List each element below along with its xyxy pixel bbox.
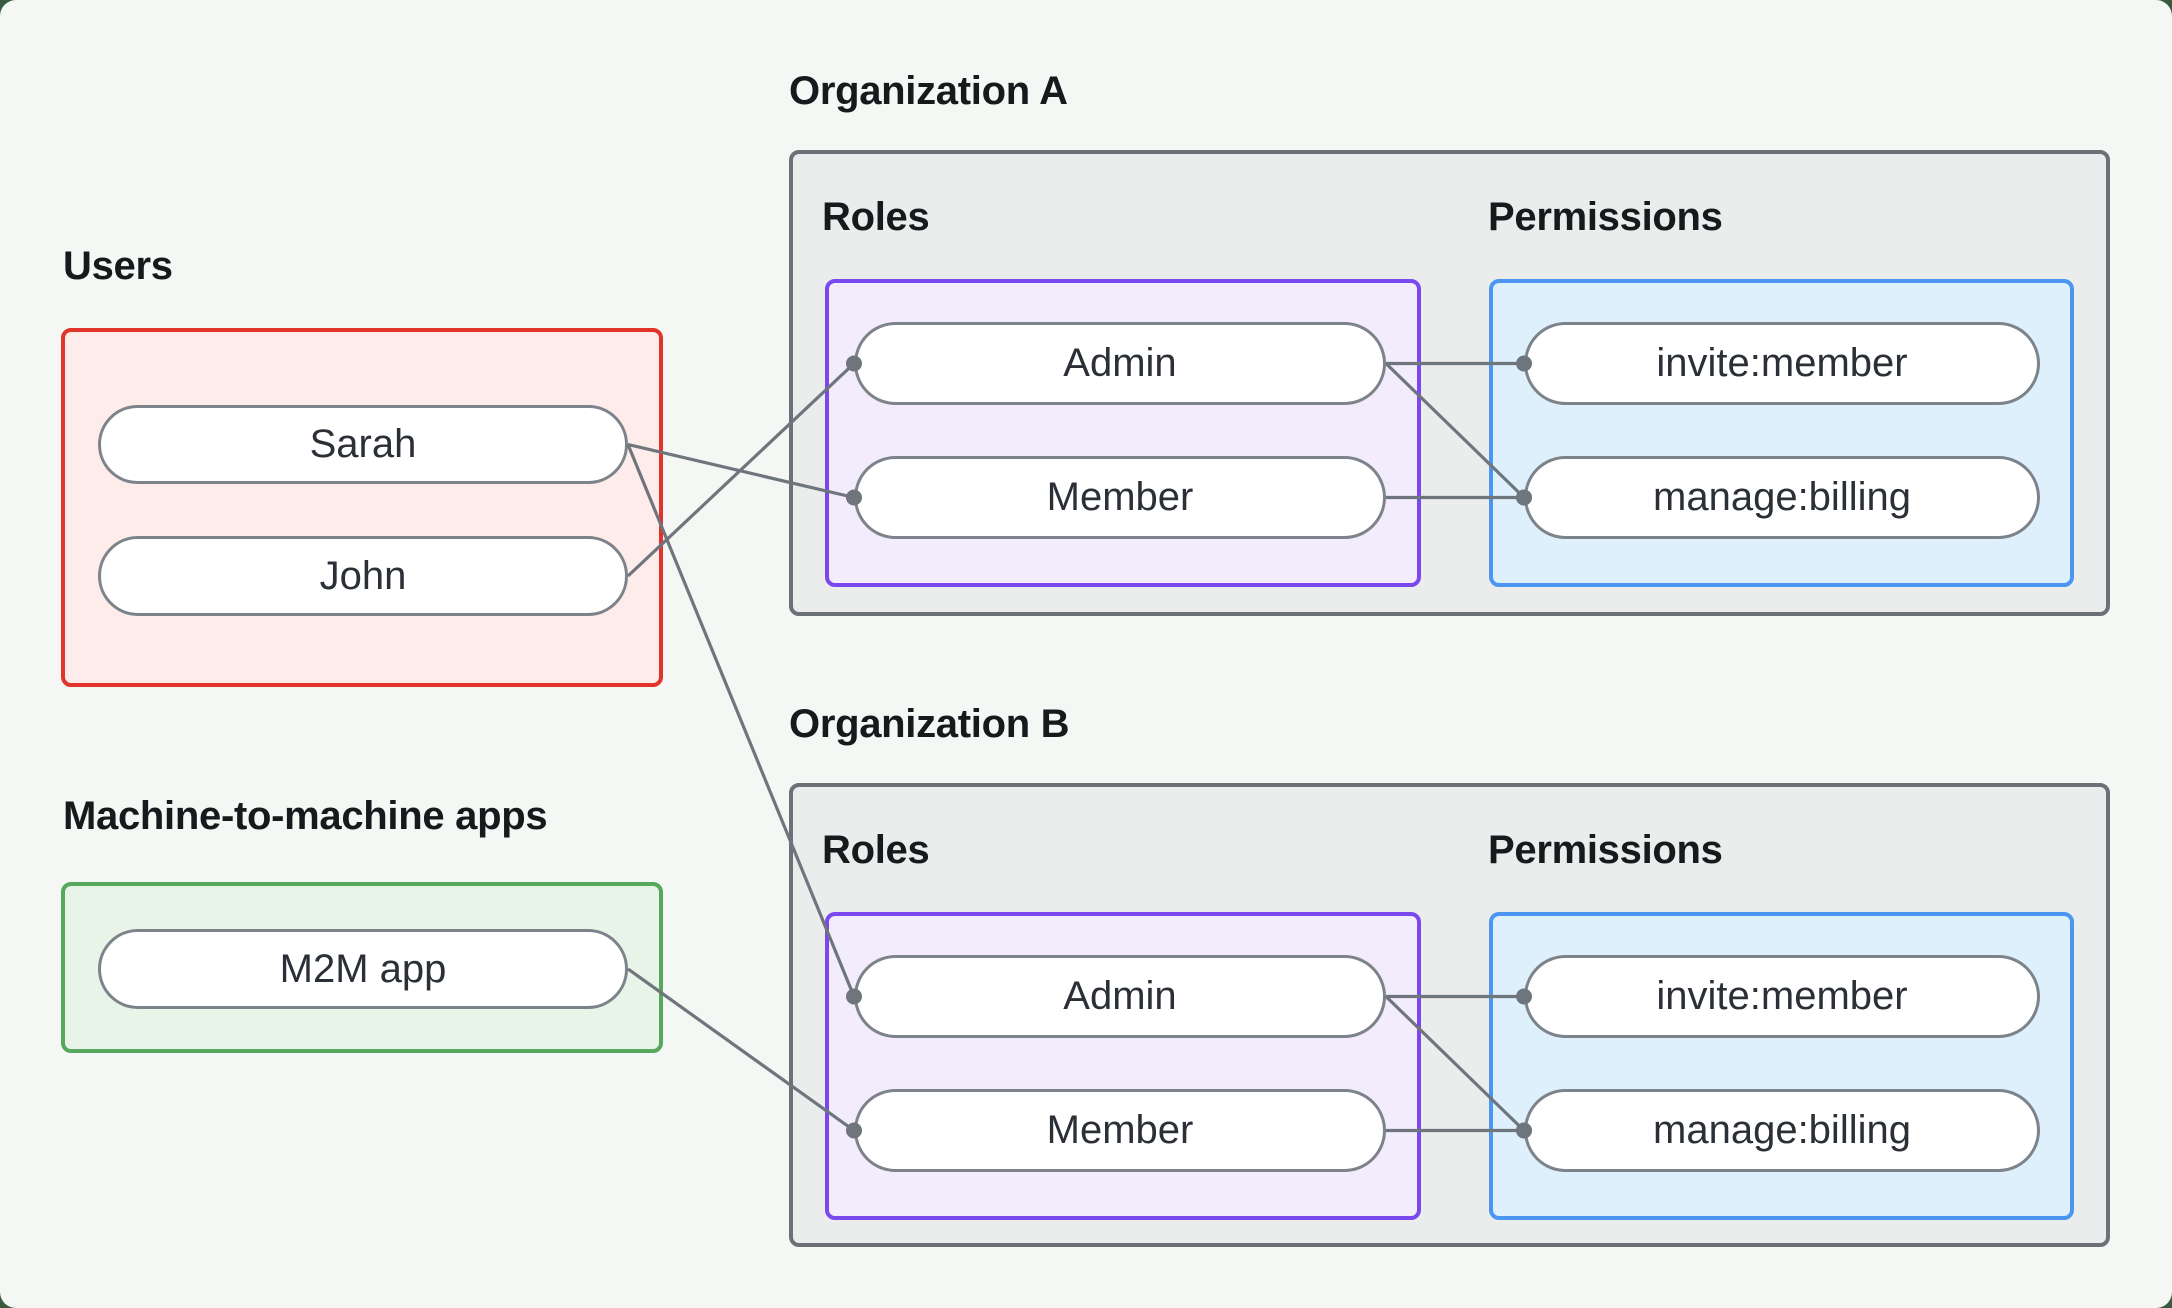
org-b-roles-title: Roles	[822, 828, 930, 872]
permission-node-label: invite:member	[1656, 341, 1908, 385]
role-node-label: Admin	[1063, 341, 1177, 385]
org-b-permission-manage-billing: manage:billing	[1524, 1089, 2040, 1172]
org-a-roles-title: Roles	[822, 195, 930, 239]
permission-node-label: manage:billing	[1653, 1108, 1911, 1152]
permission-node-label: manage:billing	[1653, 475, 1911, 519]
m2m-app-node: M2M app	[98, 929, 628, 1009]
role-node-label: Member	[1046, 475, 1194, 519]
permission-node-label: invite:member	[1656, 974, 1908, 1018]
role-node-label: Member	[1046, 1108, 1194, 1152]
user-node-john: John	[98, 536, 628, 616]
org-b-title: Organization B	[789, 702, 1070, 746]
org-a-permissions-title: Permissions	[1488, 195, 1723, 239]
org-b-role-admin: Admin	[854, 955, 1386, 1038]
user-node-label: John	[319, 553, 407, 598]
org-a-permission-invite-member: invite:member	[1524, 322, 2040, 405]
org-b-permission-invite-member: invite:member	[1524, 955, 2040, 1038]
org-a-title: Organization A	[789, 69, 1068, 113]
users-group-title: Users	[63, 244, 173, 288]
org-a-permission-manage-billing: manage:billing	[1524, 456, 2040, 539]
org-b-permissions-title: Permissions	[1488, 828, 1723, 872]
user-node-sarah: Sarah	[98, 405, 628, 484]
role-node-label: Admin	[1063, 974, 1177, 1018]
org-b-role-member: Member	[854, 1089, 1386, 1172]
users-group-box	[61, 328, 663, 687]
m2m-app-node-label: M2M app	[279, 946, 447, 991]
user-node-label: Sarah	[309, 422, 417, 466]
m2m-group-title: Machine-to-machine apps	[63, 794, 548, 838]
org-a-role-admin: Admin	[854, 322, 1386, 405]
org-a-role-member: Member	[854, 456, 1386, 539]
